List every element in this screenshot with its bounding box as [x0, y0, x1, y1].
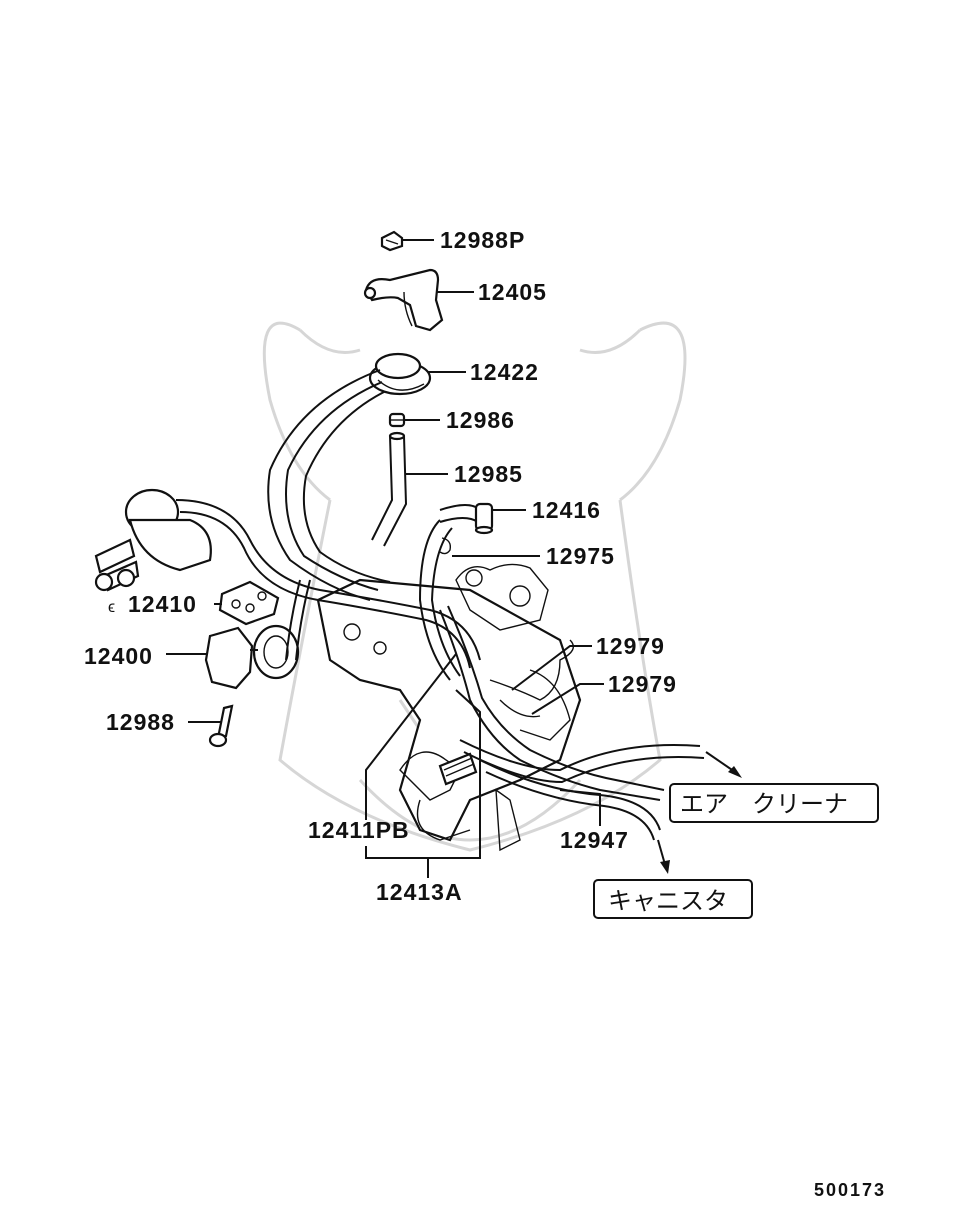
- part-12422-valve: [368, 352, 432, 396]
- part-12410-gasket: [218, 580, 280, 626]
- label-12405: 12405: [478, 279, 547, 305]
- canister-box: キャニスタ: [593, 879, 753, 919]
- label-12988: 12988: [106, 709, 175, 735]
- destination-arrows: [657, 751, 742, 874]
- label-12413A: 12413A: [376, 879, 463, 905]
- part-12988P-screw: [380, 230, 404, 252]
- label-12411PB: 12411PB: [308, 817, 410, 843]
- part-12985-hose: [371, 431, 408, 547]
- air-cleaner-label: エア クリーナ: [680, 791, 848, 818]
- label-12422: 12422: [470, 359, 539, 385]
- air-cleaner-box: エア クリーナ: [669, 783, 879, 823]
- label-12986: 12986: [446, 407, 515, 433]
- clip-mark: ϵ: [108, 599, 115, 616]
- label-12410: 12410: [128, 591, 197, 617]
- label-12979-upper: 12979: [596, 633, 665, 659]
- label-12979-lower: 12979: [608, 671, 677, 697]
- reference-code: 500173: [814, 1180, 886, 1200]
- part-left-solenoid: [94, 488, 212, 592]
- label-12400: 12400: [84, 643, 153, 669]
- part-12416-elbow: [439, 502, 494, 535]
- label-12985: 12985: [454, 461, 523, 487]
- part-12986-fitting: [388, 412, 406, 428]
- canister-label: キャニスタ: [608, 888, 728, 915]
- label-12975: 12975: [546, 543, 615, 569]
- part-12400-valve: [204, 624, 300, 690]
- part-12988-bolt: [208, 704, 234, 748]
- part-12405-bracket: [363, 268, 444, 332]
- part-number-labels: 12988P 12405 12422 12986 12985 12416 129…: [84, 227, 677, 905]
- label-12988P: 12988P: [440, 227, 525, 253]
- leader-lines: [166, 239, 604, 878]
- label-12947: 12947: [560, 827, 629, 853]
- label-12416: 12416: [532, 497, 601, 523]
- part-12975-clip: [439, 537, 452, 555]
